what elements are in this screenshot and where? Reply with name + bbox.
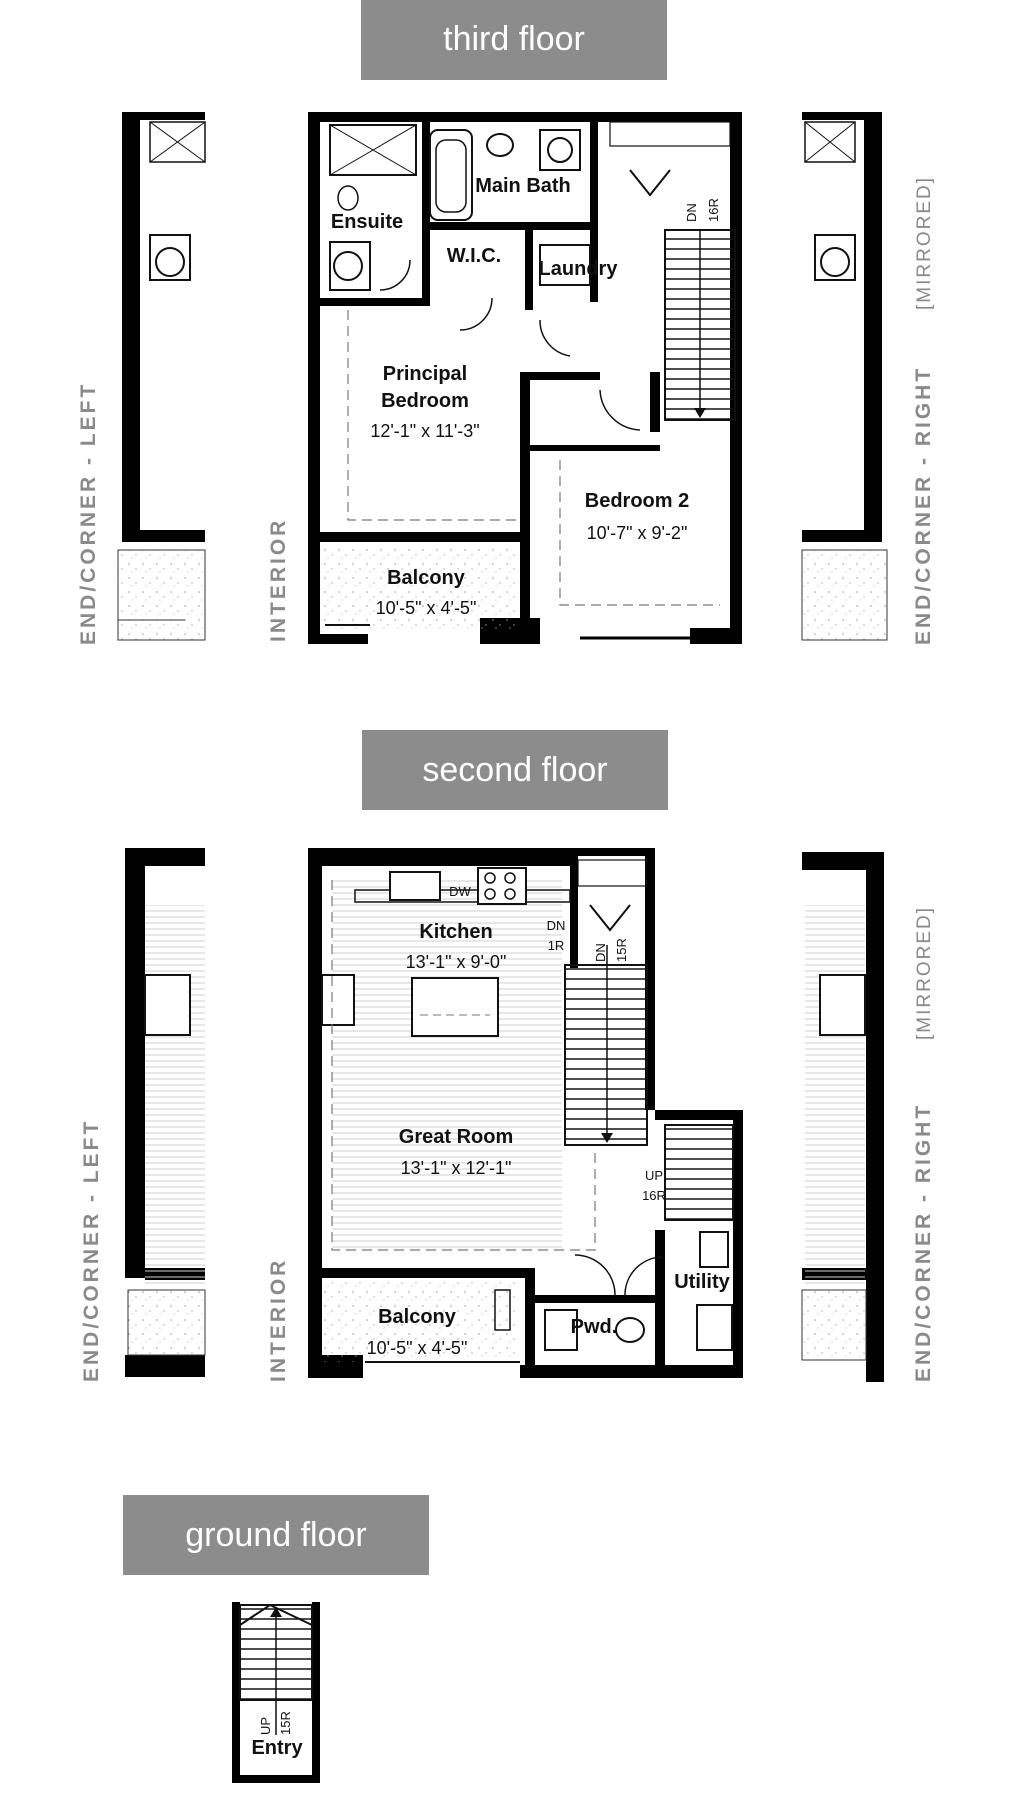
entry-label: Entry (251, 1737, 303, 1759)
third-interior-label: INTERIOR (267, 518, 290, 642)
main-bath-label: Main Bath (475, 175, 571, 197)
third-stair-dn: DN (684, 203, 699, 222)
third-stair-risers: 16R (706, 198, 721, 222)
third-floor-section: third floor (77, 0, 935, 645)
second-stair-dn2: DN (593, 943, 608, 962)
second-stair-r2: 15R (614, 938, 629, 962)
great-room-label: Great Room (399, 1126, 513, 1148)
principal-bedroom-dim: 12'-1" x 11'-3" (370, 421, 479, 441)
third-mirrored-label: [MIRRORED] (914, 176, 935, 310)
second-floor-section: second floor (80, 730, 935, 1382)
third-floor-plan (308, 112, 742, 644)
second-mirrored-label: [MIRRORED] (914, 906, 935, 1040)
pwd-label: Pwd. (571, 1316, 618, 1338)
principal-bedroom-label-2: Bedroom (381, 390, 469, 412)
third-floor-title: third floor (443, 20, 585, 58)
second-balcony-label: Balcony (378, 1306, 457, 1328)
ground-stair-up: UP (258, 1717, 273, 1735)
third-floor-left-partial (117, 112, 206, 641)
third-balcony-label: Balcony (387, 567, 466, 589)
ground-floor-banner (123, 1495, 429, 1575)
ground-floor-section: ground floor UP 15R Entry (123, 1495, 429, 1783)
ensuite-label: Ensuite (331, 211, 403, 233)
second-floor-title: second floor (422, 751, 607, 789)
utility-label: Utility (674, 1271, 730, 1293)
third-balcony-dim: 10'-5" x 4'-5" (376, 598, 477, 618)
kitchen-label: Kitchen (419, 921, 492, 943)
bedroom2-dim: 10'-7" x 9'-2" (587, 523, 688, 543)
second-floor-left-partial (125, 848, 206, 1377)
second-interior-label: INTERIOR (267, 1258, 290, 1382)
second-stair-dn1: DN (547, 918, 566, 933)
second-floor-banner (362, 730, 668, 810)
third-floor-banner (361, 0, 667, 80)
laundry-label: Laundry (539, 258, 619, 280)
third-end-corner-right-label: END/CORNER - RIGHT (912, 366, 935, 645)
ground-stair-risers: 15R (278, 1711, 293, 1735)
ground-floor-plan (232, 1602, 320, 1783)
second-stair-up: UP (645, 1168, 663, 1183)
third-end-corner-left-label: END/CORNER - LEFT (77, 382, 100, 645)
third-floor-right-partial (801, 112, 888, 641)
ground-floor-title: ground floor (185, 1516, 366, 1554)
great-room-dim: 13'-1" x 12'-1" (401, 1158, 512, 1178)
principal-bedroom-label-1: Principal (383, 363, 467, 385)
second-balcony-dim: 10'-5" x 4'-5" (367, 1338, 468, 1358)
second-floor-right-partial (801, 852, 884, 1382)
bedroom2-label: Bedroom 2 (585, 490, 689, 512)
second-stair-r1: 1R (548, 938, 565, 953)
second-floor-plan (308, 848, 743, 1378)
dw-label: DW (449, 884, 471, 899)
kitchen-dim: 13'-1" x 9'-0" (406, 952, 507, 972)
second-end-corner-right-label: END/CORNER - RIGHT (912, 1103, 935, 1382)
wic-label: W.I.C. (447, 245, 501, 267)
second-stair-r3: 16R (642, 1188, 666, 1203)
second-end-corner-left-label: END/CORNER - LEFT (80, 1119, 103, 1382)
